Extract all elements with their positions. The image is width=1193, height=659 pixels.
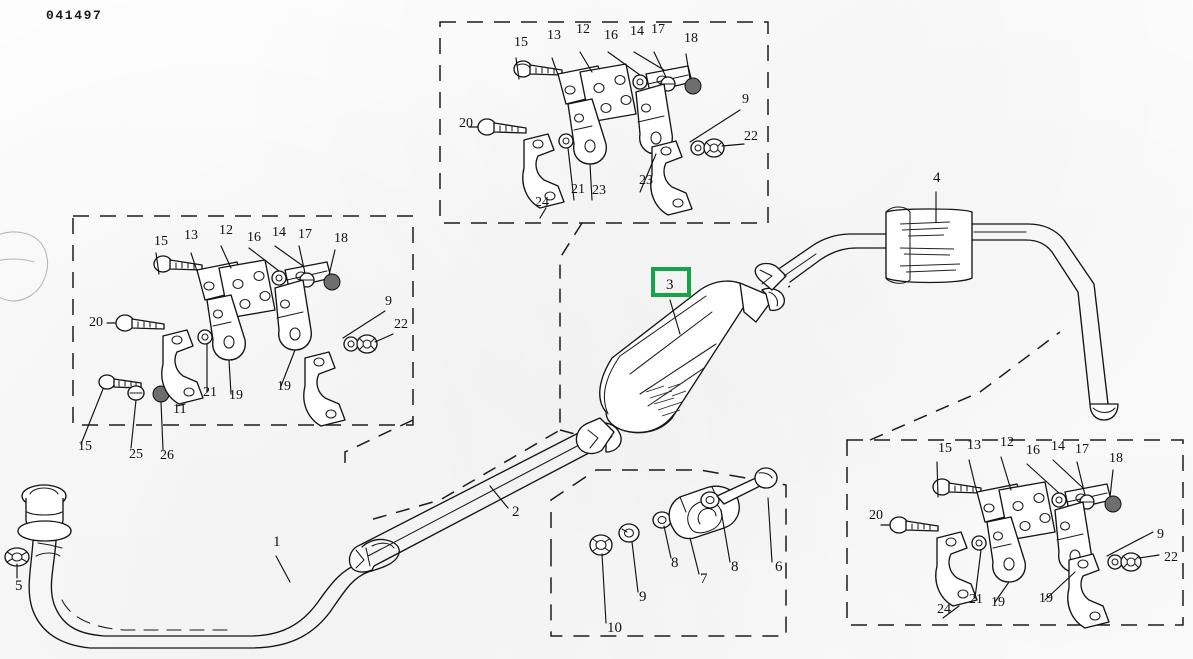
dashed-box-bottom-right: [846, 439, 1184, 626]
bolt-20: [477, 118, 527, 136]
highlight-box-part-3[interactable]: [651, 267, 691, 297]
page-number: 041497: [46, 8, 103, 23]
mounting-kit-left-callout-26-16: 26: [160, 448, 174, 463]
main-callout-1-front-downpipe: 1: [273, 534, 281, 550]
mounting-kit-left-callout-12-2: 12: [219, 223, 233, 238]
mounting-kit-bottom-right-callout-9-8: 9: [1157, 527, 1164, 542]
mounting-kit-bottom-right-parts: [880, 456, 1160, 629]
main-callout-7-clamp-saddle: 7: [700, 571, 708, 587]
bolt-20: [115, 314, 165, 332]
mounting-kit-bottom-right-callout-19-12: 19: [991, 595, 1005, 610]
mounting-kit-bottom-right-callout-12-2: 12: [1000, 435, 1014, 450]
mounting-kit-bottom-right-callout-15-0: 15: [938, 441, 952, 456]
main-callout-8-washer: 8: [731, 559, 739, 575]
mounting-kit-top-callout-9-8: 9: [742, 92, 749, 107]
main-callout-8-washer: 8: [671, 555, 679, 571]
main-callout-4-rear-silencer: 4: [933, 170, 941, 186]
part-main-silencer: [575, 280, 785, 455]
main-callout-6-clamp-bolt: 6: [775, 559, 783, 575]
mounting-kit-top-callout-23-13: 23: [639, 173, 653, 188]
mounting-kit-top-callout-14-4: 14: [630, 24, 644, 39]
mounting-kit-top-callout-17-5: 17: [651, 22, 665, 37]
part-intermediate-pipe: [348, 422, 622, 573]
mounting-kit-left-callout-15-14: 15: [78, 439, 92, 454]
mounting-kit-left-callout-22-9: 22: [394, 317, 408, 332]
mounting-kit-left-callout-9-8: 9: [385, 294, 392, 309]
mounting-kit-top-callout-21-11: 21: [571, 182, 585, 197]
mounting-kit-left-parts: [80, 245, 394, 451]
mounting-kit-bottom-right-callout-13-1: 13: [967, 438, 981, 453]
main-callout-5-nut: 5: [15, 578, 23, 594]
mounting-kit-bottom-right-callout-17-5: 17: [1075, 442, 1089, 457]
mounting-kit-left-callout-25-15: 25: [129, 447, 143, 462]
part-5-nut: [4, 547, 30, 567]
mounting-kit-left-callout-20-7: 20: [89, 315, 103, 330]
bolt-20: [889, 516, 939, 534]
part-rear-silencer: [754, 206, 1119, 421]
clamp-kit-parts: [589, 467, 778, 556]
mounting-kit-left-callout-17-5: 17: [298, 227, 312, 242]
main-callout-9-spring-washer: 9: [639, 589, 647, 605]
main-callout-leaders: [16, 191, 937, 624]
mounting-kit-left-callout-11-13: 11: [173, 402, 186, 417]
mounting-kit-left-callout-15-0: 15: [154, 234, 168, 249]
part-front-downpipe: [17, 484, 400, 649]
dashed-box-left: [72, 215, 414, 426]
scan-artifact: [0, 231, 48, 302]
mounting-kit-top-callout-16-3: 16: [604, 28, 618, 43]
mounting-kit-left-callout-18-6: 18: [334, 231, 348, 246]
mounting-kit-bottom-right-callout-20-7: 20: [869, 508, 883, 523]
mounting-kit-top-callout-12-2: 12: [576, 22, 590, 37]
mounting-kit-left-callout-16-3: 16: [247, 230, 261, 245]
mounting-kit-top-callout-22-9: 22: [744, 129, 758, 144]
main-callout-2-intermediate-pipe: 2: [512, 504, 520, 520]
mounting-kit-bottom-right-callout-16-3: 16: [1026, 443, 1040, 458]
mounting-kit-left-callout-19-11: 19: [229, 388, 243, 403]
mounting-kit-top-callout-24-10: 24: [535, 195, 549, 210]
mounting-kit-bottom-right-callout-24-10: 24: [937, 602, 951, 617]
bolt-15: [513, 60, 563, 78]
dashed-box-center-bottom: [550, 469, 787, 637]
mounting-kit-left-callout-14-4: 14: [272, 225, 286, 240]
main-callout-10-nut: 10: [607, 620, 622, 636]
mounting-kit-bottom-right-callout-22-9: 22: [1164, 550, 1178, 565]
mounting-kit-left-callout-21-10: 21: [203, 385, 217, 400]
mounting-kit-top-callout-20-7: 20: [459, 116, 473, 131]
mounting-kit-top-callout-23-12: 23: [592, 183, 606, 198]
mounting-kit-bottom-right-callout-14-4: 14: [1051, 439, 1065, 454]
mounting-kit-top-parts: [468, 51, 745, 219]
mounting-kit-top-callout-18-6: 18: [684, 31, 698, 46]
mounting-kit-left-callout-19-12: 19: [277, 379, 291, 394]
mounting-kit-left-callout-13-1: 13: [184, 228, 198, 243]
main-callout-3-main-silencer: 3: [666, 277, 674, 293]
mounting-kit-bottom-right-callout-18-6: 18: [1109, 451, 1123, 466]
dashed-box-top: [439, 21, 769, 224]
mounting-kit-top-callout-13-1: 13: [547, 28, 561, 43]
mounting-kit-top-callout-15-0: 15: [514, 35, 528, 50]
mounting-kit-bottom-right-callout-19-13: 19: [1039, 591, 1053, 606]
mounting-kit-bottom-right-callout-21-11: 21: [969, 592, 983, 607]
